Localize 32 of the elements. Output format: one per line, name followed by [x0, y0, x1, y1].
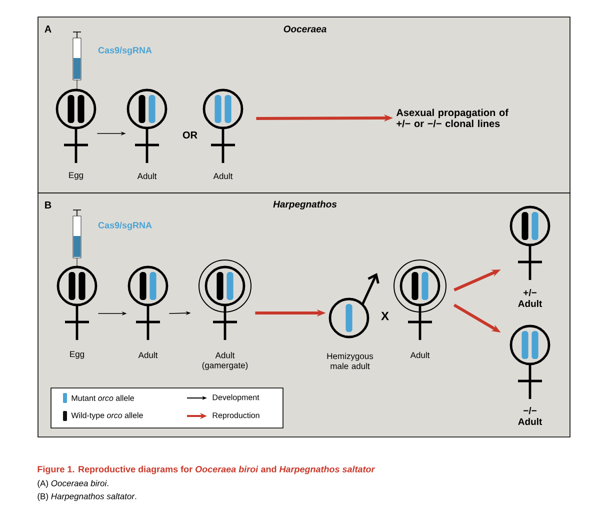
- female-symbol: [56, 88, 96, 163]
- female-symbol: [56, 266, 98, 340]
- symbol-label: Adult (gamergate): [202, 352, 248, 370]
- cas9-label: Cas9/sgRNA: [98, 46, 152, 56]
- symbol-label: Adult: [137, 172, 157, 180]
- symbol-label: −/− Adult: [518, 407, 542, 425]
- symbol-label: Adult: [410, 352, 430, 358]
- outcome-text: Asexual propagation of +/− or −/− clonal lines: [396, 108, 508, 128]
- symbol-label: Adult: [213, 172, 233, 180]
- female-symbol: [510, 324, 550, 399]
- symbol-label: +/− Adult: [518, 289, 542, 307]
- female-symbol: [126, 88, 168, 163]
- legend-label: Wild-type orco allele: [71, 412, 143, 420]
- symbol-label: Adult: [138, 352, 158, 358]
- female-symbol: [198, 260, 252, 340]
- female-symbol: [510, 206, 550, 280]
- symbol-label: Egg: [70, 351, 84, 359]
- caption-line: (B) Harpegnathos saltator.: [38, 493, 136, 501]
- female-symbol: [202, 88, 244, 163]
- female-symbol: [394, 260, 446, 340]
- female-symbol: [128, 266, 168, 340]
- male-symbol: [328, 273, 380, 338]
- legend-label: Development: [212, 394, 260, 402]
- caption: Figure 1. Reproductive diagrams for Ooceraea biroi and Harpegnathos saltator: [38, 466, 376, 474]
- legend-label: Mutant orco allele: [72, 395, 134, 401]
- or-label: OR: [182, 131, 198, 139]
- caption-line: (A) Ooceraea biroi.: [38, 480, 108, 488]
- cas9-label: Cas9/sgRNA: [98, 222, 152, 230]
- symbol-label: Hemizygous male adult: [327, 352, 374, 370]
- legend-label: Reproduction: [212, 412, 260, 420]
- cross-label: X: [381, 312, 389, 320]
- symbol-label: Egg: [69, 172, 84, 180]
